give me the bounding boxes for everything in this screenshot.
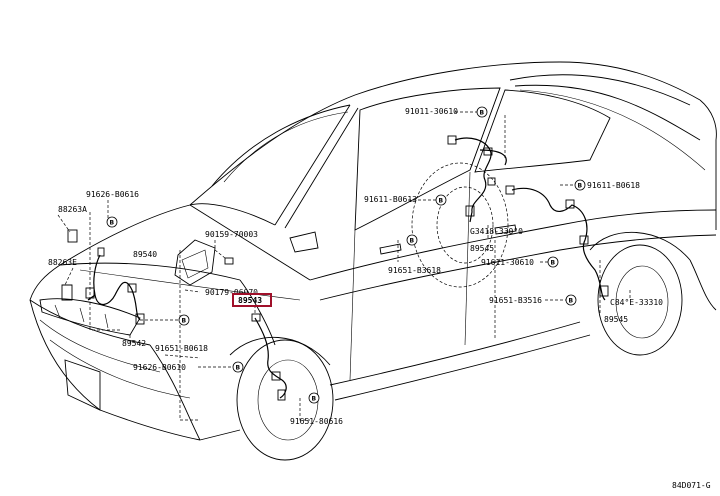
- part-label: 91011-30610: [405, 107, 458, 116]
- svg-text:B: B: [410, 238, 415, 245]
- svg-text:B: B: [182, 318, 187, 325]
- bolt-marker-icon: B: [308, 392, 320, 404]
- part-label: 91611-B0613: [364, 195, 417, 204]
- part-label: 91651-B3618: [388, 266, 441, 275]
- svg-text:B: B: [439, 198, 444, 205]
- svg-text:B: B: [312, 396, 317, 403]
- bolt-marker-icon: B: [106, 216, 118, 228]
- bolt-marker-icon: B: [232, 361, 244, 373]
- part-label: C84°E-33310: [610, 298, 663, 307]
- leader-lines: [57, 111, 631, 421]
- part-label: 91651-B3516: [489, 296, 542, 305]
- part-label: 89540: [133, 250, 157, 259]
- svg-text:B: B: [480, 110, 485, 117]
- part-label: 91651-B0618: [155, 344, 208, 353]
- bolt-marker-icon: B: [476, 106, 488, 118]
- part-label: 89542: [122, 339, 146, 348]
- svg-text:B: B: [551, 260, 556, 267]
- bolt-marker-icon: B: [178, 314, 190, 326]
- svg-text:B: B: [569, 298, 574, 305]
- svg-text:B: B: [110, 220, 115, 227]
- bolt-marker-icon: B: [406, 234, 418, 246]
- part-label: G3418-330°0: [470, 227, 523, 236]
- wiring-harnesses: [61, 135, 609, 401]
- part-label: 91626-B0616: [86, 190, 139, 199]
- bolt-marker-icon: B: [435, 194, 447, 206]
- diagram-code: 84D071-G: [672, 481, 711, 490]
- bolt-marker-icon: B: [574, 179, 586, 191]
- part-label: 89545: [470, 244, 494, 253]
- part-labels: 91011-30610 91611-B0618 91626-B0616 8826…: [48, 107, 711, 490]
- bolt-marker-icon: B: [565, 294, 577, 306]
- car-body: [29, 61, 717, 461]
- part-label: 91611-30610: [481, 258, 534, 267]
- part-label: 91611-B0618: [587, 181, 640, 190]
- part-label: 89545: [604, 315, 628, 324]
- part-label-highlighted: 89543: [238, 296, 262, 305]
- highlight-box: [232, 293, 272, 307]
- bolt-marker-icon: B: [547, 256, 559, 268]
- part-label: 88263E: [48, 258, 77, 267]
- part-label: 90159-70003: [205, 230, 258, 239]
- part-label: 91626-B0610: [133, 363, 186, 372]
- part-label: 91651-80616: [290, 417, 343, 426]
- svg-text:B: B: [236, 365, 241, 372]
- part-label: 90179-06070: [205, 288, 258, 297]
- svg-text:B: B: [578, 183, 583, 190]
- bolt-markers: B B B B B B B B B B: [106, 106, 586, 404]
- part-label: 88263A: [58, 205, 87, 214]
